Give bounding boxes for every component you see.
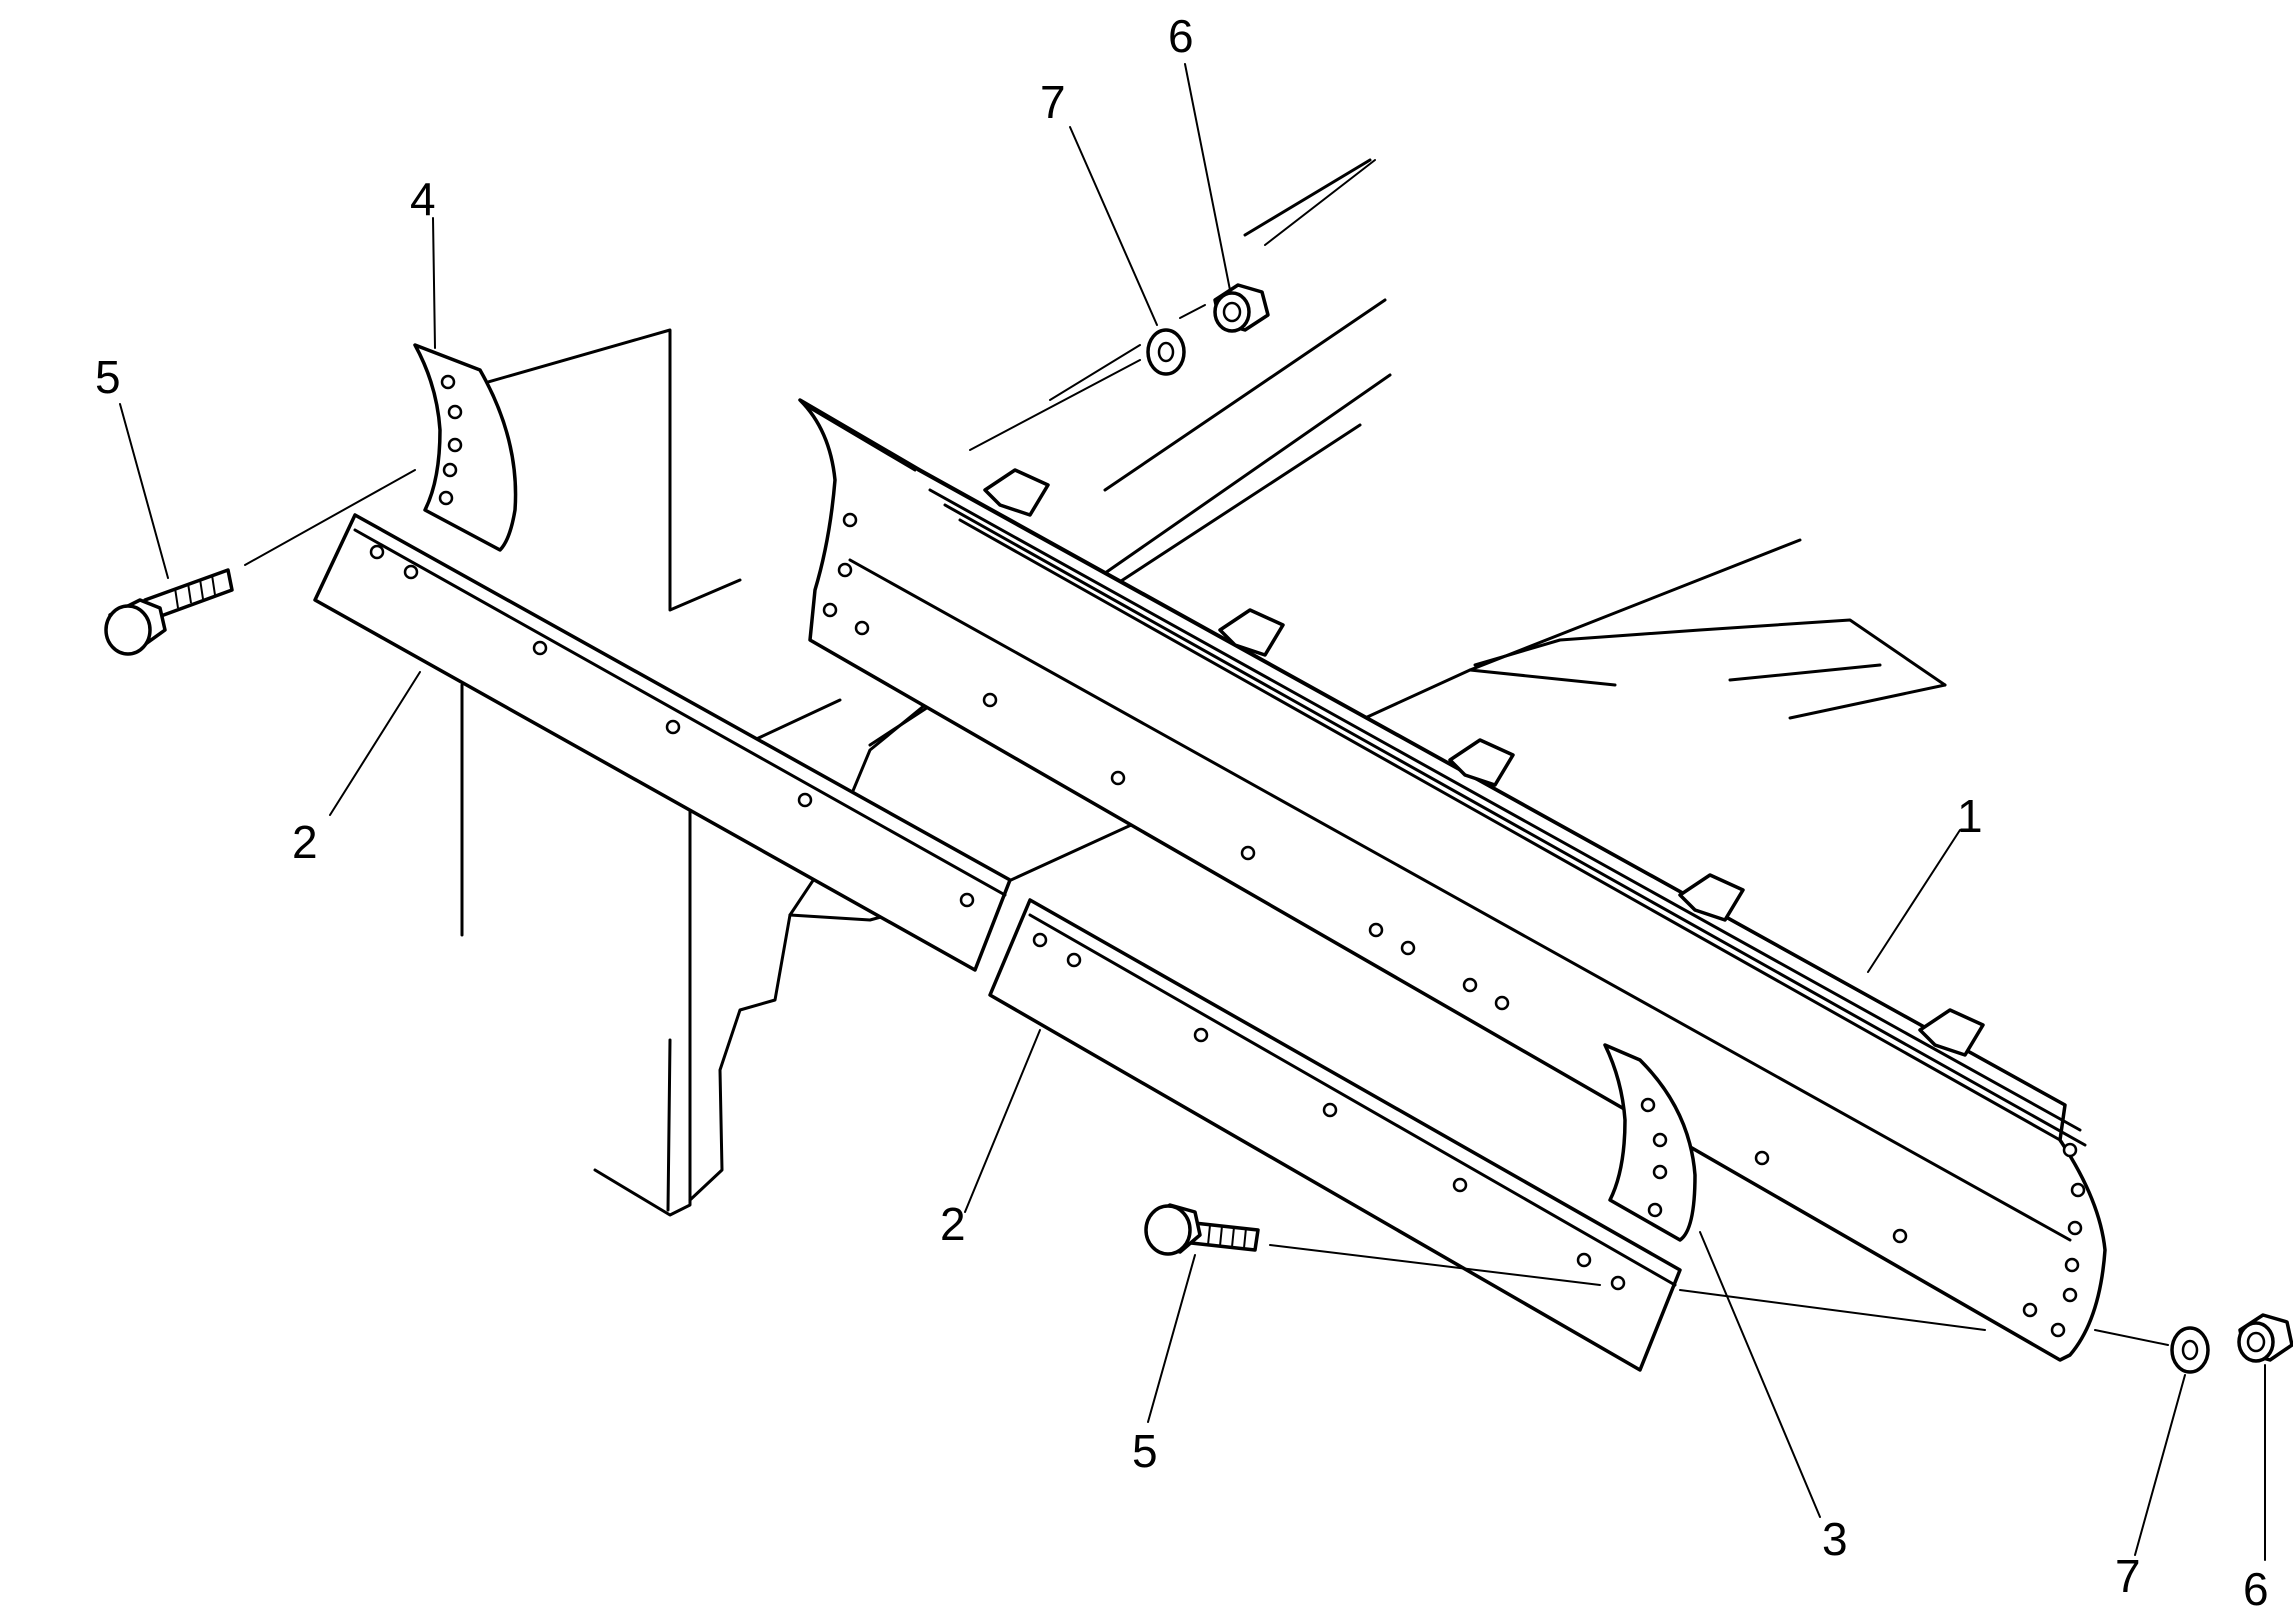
bolt-lower: [1144, 1203, 1260, 1256]
callout-5-upper: 5: [95, 351, 121, 403]
nut-lower: [2237, 1313, 2293, 1363]
leader-lines: [119, 63, 2266, 1561]
callout-2-lower: 2: [940, 1198, 966, 1250]
cutting-edge-right: [988, 898, 1682, 1372]
callout-2-upper: 2: [292, 816, 318, 868]
washer-lower: [2170, 1326, 2210, 1374]
washer-upper: [1146, 328, 1186, 376]
callout-1: 1: [1957, 790, 1983, 842]
cutting-edge-left: [313, 513, 1012, 972]
callout-4: 4: [410, 173, 436, 225]
callout-3: 3: [1822, 1513, 1848, 1565]
blade: [798, 398, 2107, 1362]
bolt-upper-left: [104, 568, 234, 656]
callout-7-lower: 7: [2115, 1550, 2141, 1602]
blade-clips: [983, 468, 1985, 1057]
callout-5-lower: 5: [1132, 1425, 1158, 1477]
blade-holes: [822, 512, 2086, 1338]
nut-upper: [1213, 283, 1270, 333]
callout-7-upper: 7: [1040, 76, 1066, 128]
assembly-center-lines: [244, 159, 2169, 1346]
end-bit-right: [1603, 1043, 1697, 1242]
callout-labels: 1 2 2 3 4 5 5 6 6 7 7: [95, 10, 2269, 1610]
callout-6-lower: 6: [2243, 1563, 2269, 1610]
end-bit-left: [413, 343, 518, 552]
callout-6-upper: 6: [1168, 10, 1194, 62]
